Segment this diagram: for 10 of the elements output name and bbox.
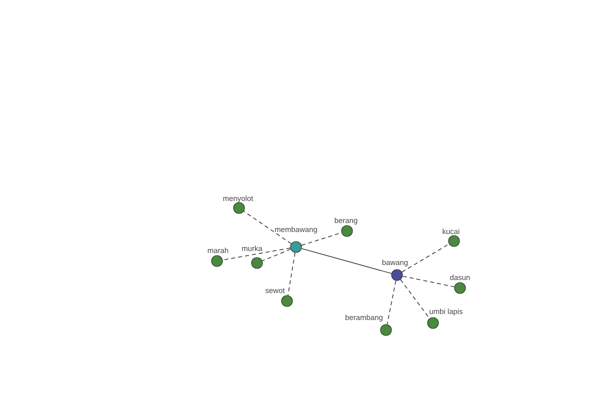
connector-line — [301, 248, 392, 274]
connector-line — [402, 244, 450, 272]
connector-line — [402, 276, 455, 288]
connector-line — [386, 280, 396, 325]
connector-line — [301, 232, 342, 246]
connector-line — [288, 252, 296, 296]
connector-line — [400, 279, 430, 319]
connector-line — [243, 210, 292, 244]
connector-line — [262, 248, 291, 262]
connector-line — [222, 248, 291, 260]
